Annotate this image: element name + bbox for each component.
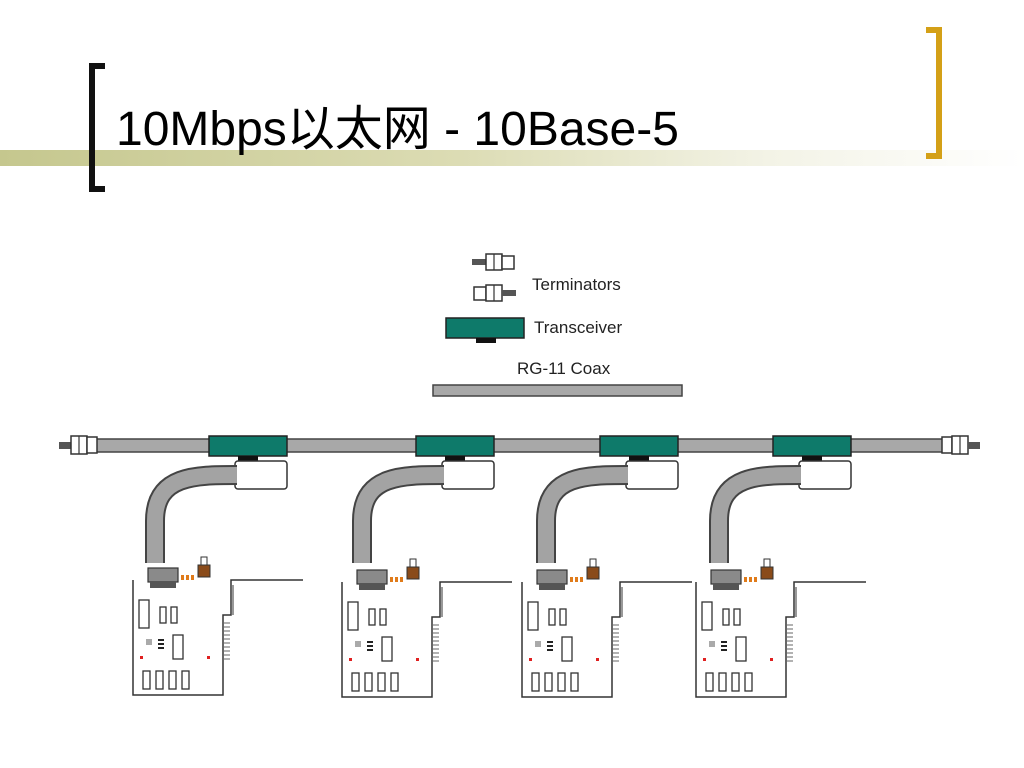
station-1 — [132, 435, 304, 696]
aui-drop-cable-1 — [155, 461, 287, 563]
legend-terminators-label: Terminators — [532, 275, 621, 294]
transceiver-2 — [415, 435, 495, 461]
aui-drop-cable-4 — [719, 461, 851, 563]
backbone-terminator-right — [941, 435, 980, 455]
transceiver-4 — [772, 435, 852, 461]
station-3 — [521, 435, 693, 698]
station-2 — [341, 435, 513, 698]
legend-terminator-icon-top — [472, 253, 515, 271]
right-title-bracket — [926, 27, 942, 159]
legend-transceiver-label: Transceiver — [534, 318, 623, 337]
slide-title: 10Mbps以太网 - 10Base-5 — [116, 103, 679, 156]
title-underline-bar — [0, 150, 1024, 166]
aui-drop-cable-2 — [362, 461, 494, 563]
left-title-bracket — [89, 63, 105, 192]
legend-transceiver-icon — [445, 317, 525, 343]
legend-coax-line — [432, 384, 683, 397]
network-interface-card-2 — [341, 558, 513, 698]
network-interface-card-3 — [521, 558, 693, 698]
network-interface-card-4 — [695, 558, 867, 698]
aui-drop-cable-3 — [546, 461, 678, 563]
legend-terminator-icon-bottom — [473, 284, 516, 302]
backbone-terminator-left — [59, 435, 98, 455]
transceiver-3 — [599, 435, 679, 461]
network-interface-card-1 — [132, 556, 304, 696]
transceiver-1 — [208, 435, 288, 461]
station-4 — [695, 435, 867, 698]
legend-coax-label: RG-11 Coax — [517, 359, 611, 378]
